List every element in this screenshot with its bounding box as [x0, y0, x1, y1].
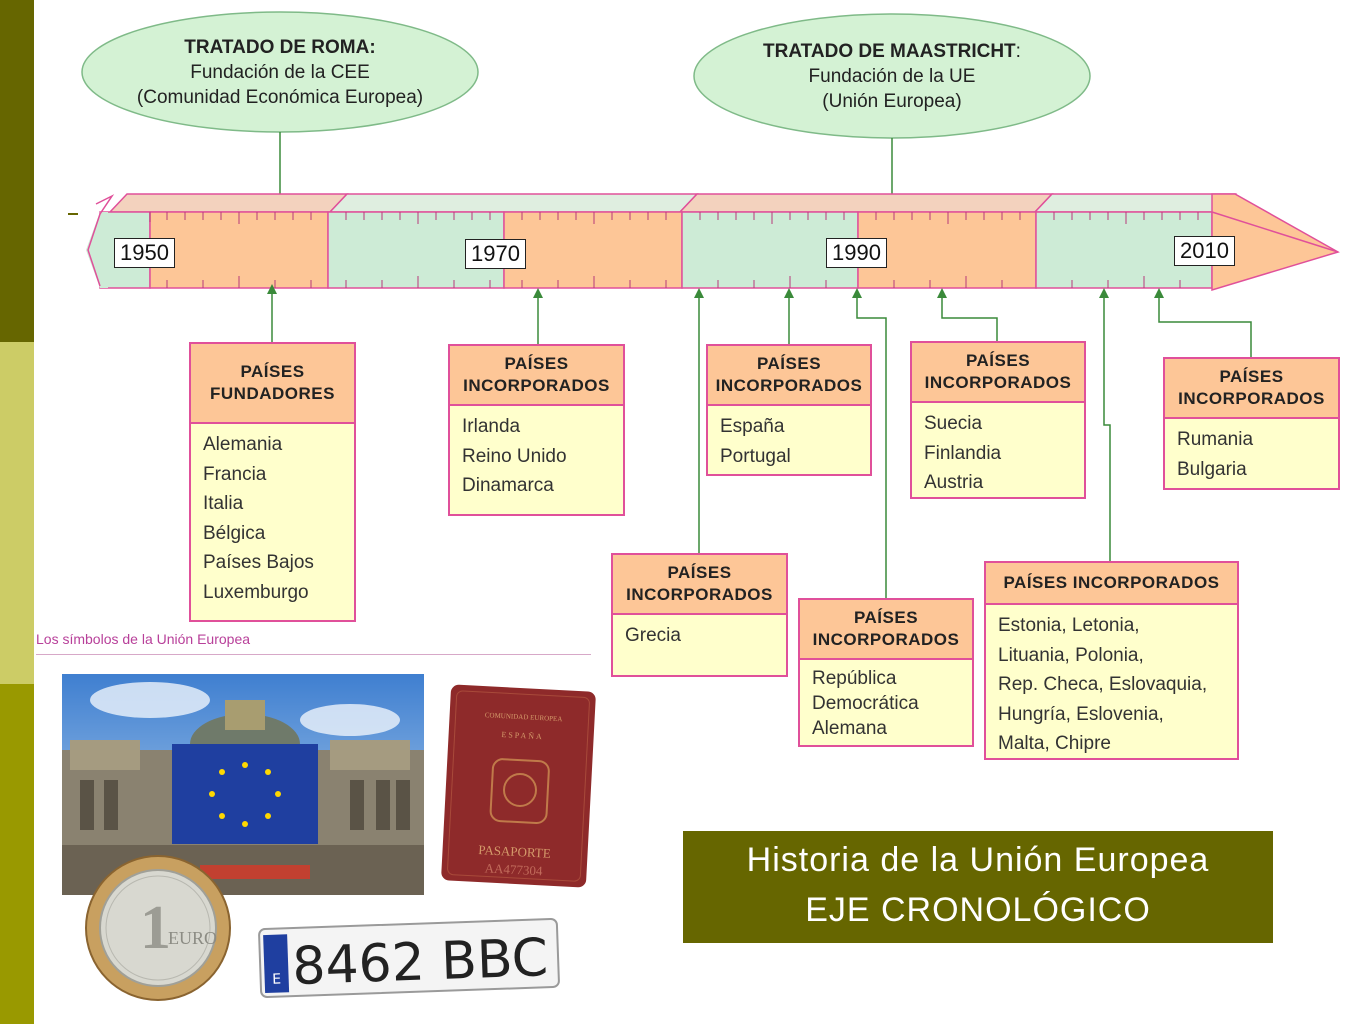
box-header: PAÍSES INCORPORADOS [613, 555, 786, 615]
eu-building-image [62, 674, 424, 895]
timeline-ticks [149, 212, 1199, 288]
euro-coin-image [85, 855, 231, 1001]
title-line2: EJE CRONOLÓGICO [805, 891, 1151, 929]
license-plate [258, 918, 560, 998]
oval-maastricht-title: TRATADO DE MAASTRICHT [763, 41, 1016, 62]
sidebar-block-middle [0, 342, 34, 684]
list-item: Bélgica [203, 522, 266, 544]
coin-value: 1 [140, 894, 171, 962]
title-line1: Historia de la Unión Europea [746, 841, 1210, 879]
list-item: Alemania [203, 434, 283, 455]
list-item: Democrática [812, 693, 919, 714]
box-list: Grecia [613, 615, 786, 657]
sidebar-block-top [0, 0, 34, 342]
list-item: Rumania [1177, 429, 1254, 450]
title-banner: Historia de la Unión Europea EJE CRONOLÓ… [683, 831, 1273, 943]
box-header: PAÍSES INCORPORADOS [708, 346, 870, 406]
box-list: Alemania Francia Italia Bélgica Países B… [191, 424, 354, 613]
list-item: Rep. Checa, Eslovaquia, [998, 674, 1208, 695]
box-incorporados-2004: PAÍSES INCORPORADOS Estonia, Letonia, Li… [984, 561, 1239, 760]
box-list: Estonia, Letonia, Lituania, Polonia, Rep… [986, 605, 1237, 765]
list-item: Malta, Chipre [998, 733, 1111, 754]
oval-maastricht: TRATADO DE MAASTRICHT: Fundación de la U… [712, 39, 1072, 114]
box-list: Suecia Finlandia Austria [912, 403, 1084, 504]
box-incorporados-2007: PAÍSES INCORPORADOS Rumania Bulgaria [1163, 357, 1340, 490]
list-item: Hungría, Eslovenia, [998, 703, 1164, 725]
box-connectors [271, 292, 1252, 598]
sidebar-block-bottom [0, 684, 34, 1024]
sidebar-stripe [0, 0, 34, 1024]
symbols-caption: Los símbolos de la Unión Europea [36, 631, 251, 647]
passport-top2: ESPAÑA [501, 729, 544, 741]
box-paises-fundadores: PAÍSES FUNDADORES Alemania Francia Itali… [189, 342, 356, 622]
list-item: Países Bajos [203, 552, 314, 573]
list-item: Grecia [625, 625, 681, 646]
list-item: España [720, 416, 785, 437]
list-item: Portugal [720, 445, 791, 467]
list-item: República [812, 668, 897, 689]
oval-maastricht-line2: (Unión Europea) [822, 91, 962, 112]
passport-number: AA477304 [484, 860, 543, 878]
oval-roma-line2: (Comunidad Económica Europea) [136, 87, 424, 108]
year-label-1950: 1950 [114, 238, 175, 268]
list-item: Lituania, Polonia, [998, 644, 1144, 666]
list-item: Reino Unido [462, 445, 567, 467]
list-item: Estonia, Letonia, [998, 615, 1140, 636]
year-label-1970: 1970 [465, 239, 526, 269]
box-incorporados-1986: PAÍSES INCORPORADOS España Portugal [706, 344, 872, 476]
box-header: PAÍSES INCORPORADOS [912, 343, 1084, 403]
box-header: PAÍSES INCORPORADOS [986, 563, 1237, 605]
box-list: España Portugal [708, 406, 870, 477]
coin-unit: EURO [168, 928, 217, 948]
box-header: PAÍSES INCORPORADOS [1165, 359, 1338, 419]
list-item: Luxemburgo [203, 581, 309, 603]
list-item: Bulgaria [1177, 458, 1247, 480]
box-incorporados-1981: PAÍSES INCORPORADOS Grecia [611, 553, 788, 677]
list-item: Francia [203, 463, 267, 485]
box-incorporados-1995: PAÍSES INCORPORADOS Suecia Finlandia Aus… [910, 341, 1086, 499]
box-list: Irlanda Reino Unido Dinamarca [450, 406, 623, 507]
plate-number: 8462 BBC [291, 928, 549, 997]
box-incorporados-1990: PAÍSES INCORPORADOS República Democrátic… [798, 598, 974, 747]
list-item: Suecia [924, 413, 983, 434]
symbols-divider [36, 654, 591, 655]
oval-maastricht-line1: Fundación de la UE [808, 66, 976, 87]
list-item: Dinamarca [462, 475, 554, 496]
plate-country: E [272, 971, 281, 987]
list-item: Italia [203, 493, 244, 514]
year-label-2010: 2010 [1174, 236, 1235, 266]
list-item: Austria [924, 472, 984, 493]
passport-label: PASAPORTE [478, 842, 551, 861]
oval-maastricht-colon: : [1015, 41, 1021, 62]
box-header: PAÍSES INCORPORADOS [450, 346, 623, 406]
year-label-1990: 1990 [826, 238, 887, 268]
list-item: Alemana [812, 718, 887, 739]
passport-image [441, 684, 596, 888]
box-header: PAÍSES INCORPORADOS [800, 600, 972, 660]
oval-roma-title: TRATADO DE ROMA: [184, 37, 376, 58]
oval-roma-line1: Fundación de la CEE [190, 62, 370, 83]
oval-roma: TRATADO DE ROMA: Fundación de la CEE (Co… [100, 35, 460, 110]
box-list: República Democrática Alemana [800, 660, 972, 747]
box-header: PAÍSES FUNDADORES [191, 344, 354, 424]
timeline-bar [86, 193, 1340, 292]
list-item: Finlandia [924, 442, 1002, 464]
list-item: Irlanda [462, 416, 521, 437]
box-list: Rumania Bulgaria [1165, 419, 1338, 490]
box-incorporados-1973: PAÍSES INCORPORADOS Irlanda Reino Unido … [448, 344, 625, 516]
